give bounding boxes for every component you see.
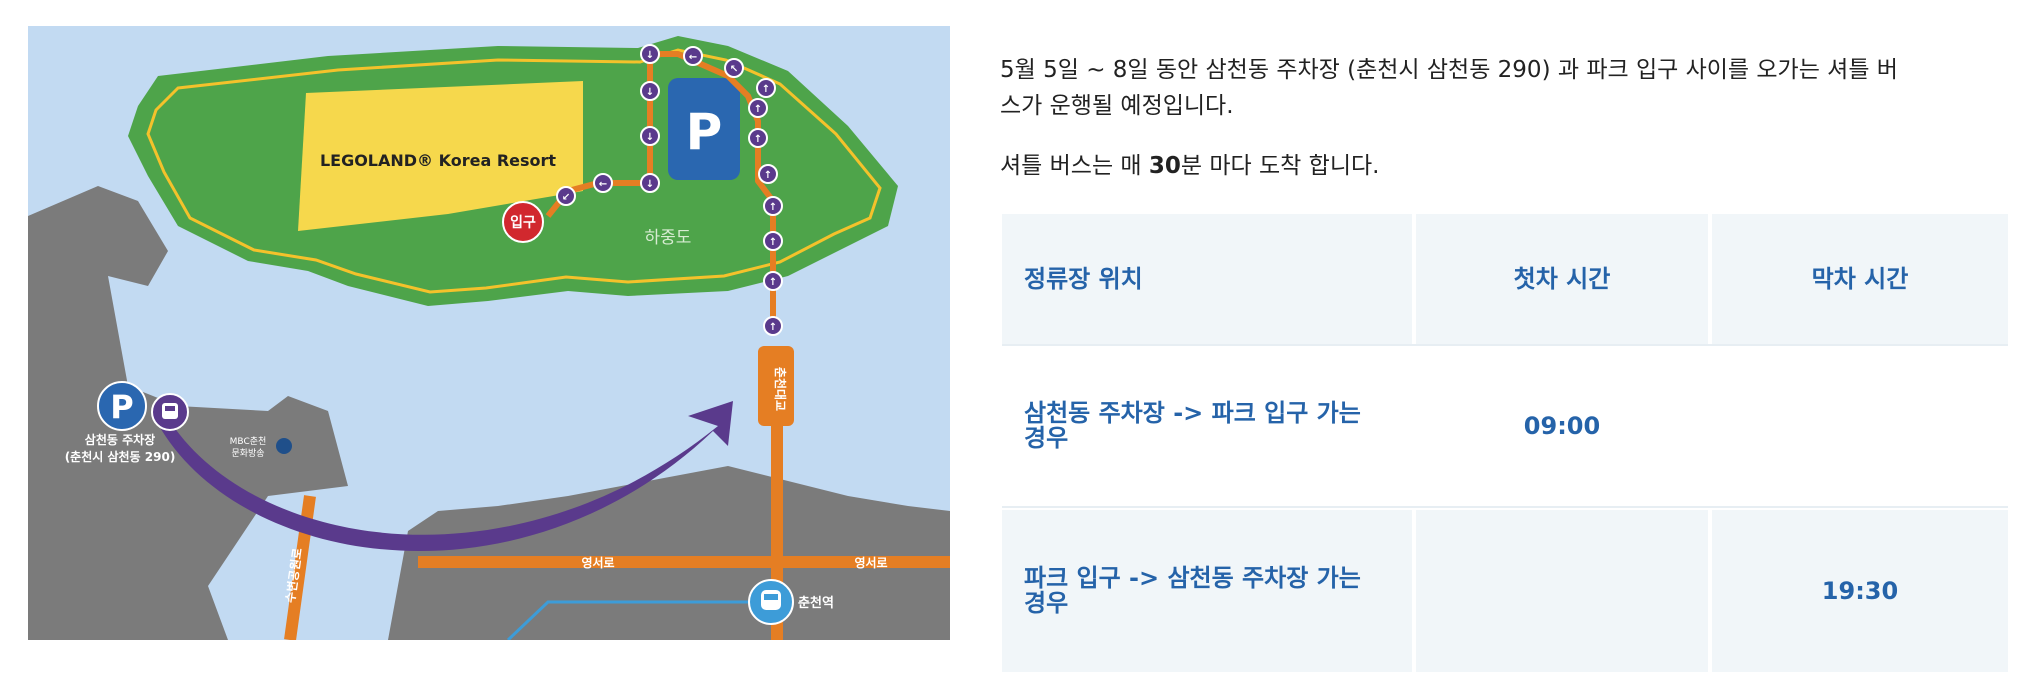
route-arrows: [556, 44, 783, 336]
row2-last-time: 19:30: [1712, 510, 2008, 672]
svg-text:↑: ↑: [754, 134, 762, 145]
svg-text:↑: ↑: [769, 322, 777, 333]
mbc-marker: [276, 438, 292, 454]
bridge-label: 춘천대교: [773, 367, 788, 411]
table-divider: [1002, 344, 2008, 346]
svg-text:↓: ↓: [646, 132, 654, 143]
entrance-label: 입구: [510, 215, 536, 231]
row2-first-time: [1416, 510, 1708, 672]
resort-area: [298, 81, 583, 231]
header-last-bus: 막차 시간: [1712, 214, 2008, 344]
shuttle-frequency: 셔틀 버스는 매 30분 마다 도착 합니다.: [1000, 153, 1380, 179]
svg-text:P: P: [110, 388, 133, 426]
shuttle-info-line2: 스가 운행될 예정입니다.: [1000, 93, 1234, 119]
svg-text:↓: ↓: [646, 87, 654, 98]
table-row: 삼천동 주차장 -> 파크 입구 가는 경우 09:00: [1002, 346, 2008, 506]
station-label: 춘천역: [798, 595, 834, 611]
svg-text:↑: ↑: [762, 84, 770, 95]
parking-icon-island: [668, 78, 740, 180]
shuttle-route: [545, 51, 776, 326]
header-first-bus: 첫차 시간: [1416, 214, 1708, 344]
svg-text:P: P: [686, 103, 723, 161]
row1-first-time: 09:00: [1416, 346, 1708, 506]
svg-text:↙: ↙: [562, 192, 570, 203]
svg-text:↑: ↑: [754, 104, 762, 115]
shuttle-direction-arrow: [158, 401, 733, 552]
table-divider: [1002, 506, 2008, 508]
bottom-land: [388, 466, 950, 640]
parking-lot-name: 삼천동 주차장: [85, 432, 155, 447]
svg-text:←: ←: [599, 179, 607, 190]
schedule-table-header: 정류장 위치 첫차 시간 막차 시간: [1002, 214, 2008, 344]
island-label: 하중도: [645, 228, 692, 248]
bridge-label-box: [758, 346, 794, 426]
road-label-1: 영서로: [581, 555, 614, 570]
svg-text:↑: ↑: [769, 277, 777, 288]
svg-text:←: ←: [689, 52, 697, 63]
svg-text:↑: ↑: [769, 237, 777, 248]
row2-location: 파크 입구 -> 삼천동 주차장 가는 경우: [1002, 510, 1412, 672]
svg-text:↑: ↑: [764, 170, 772, 181]
header-location: 정류장 위치: [1002, 214, 1412, 344]
svg-text:↖: ↖: [730, 64, 738, 75]
parking-lot-address: (춘천시 삼천동 290): [65, 449, 176, 464]
row1-last-time: [1712, 346, 2008, 506]
resort-label: LEGOLAND® Korea Resort: [320, 151, 556, 170]
road-label-2: 영서로: [854, 555, 887, 570]
shuttle-info-line1: 5월 5일 ~ 8일 동안 삼천동 주차장 (춘천시 삼천동 290) 과 파크…: [1000, 57, 1898, 83]
table-row: 파크 입구 -> 삼천동 주차장 가는 경우 19:30: [1002, 510, 2008, 672]
entrance-marker: [502, 201, 544, 243]
svg-text:↓: ↓: [646, 179, 654, 190]
svg-text:↓: ↓: [646, 50, 654, 61]
rail-line: [506, 600, 773, 640]
row1-location: 삼천동 주차장 -> 파크 입구 가는 경우: [1002, 346, 1412, 506]
yeongseo-road: [418, 556, 950, 568]
shuttle-route-map: LEGOLAND® Korea Resort P 춘천대교 수변공원로 영서로 …: [28, 26, 950, 640]
mbc-label-1: MBC춘천: [230, 436, 267, 447]
parking-lot-icon: [97, 381, 147, 431]
mbc-label-2: 문화방송: [231, 448, 264, 459]
svg-text:↑: ↑: [769, 202, 777, 213]
